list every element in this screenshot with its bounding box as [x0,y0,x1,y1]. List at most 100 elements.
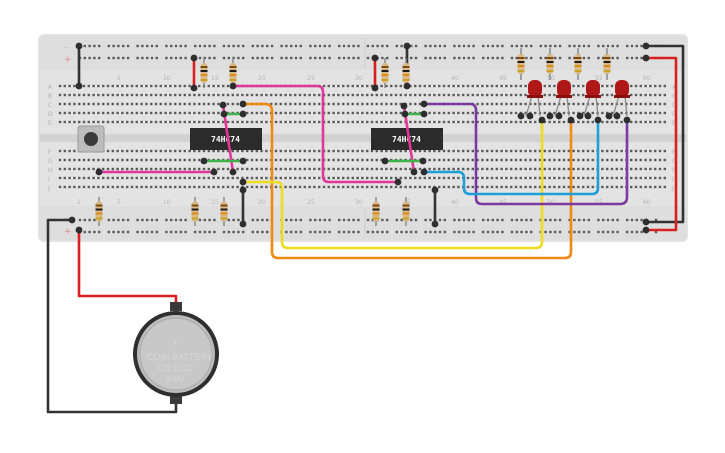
breadboard-hole [222,149,225,153]
breadboard-hole [356,158,359,162]
breadboard-hole [298,167,302,171]
breadboard-hole [342,84,345,88]
breadboard-hole [346,93,350,97]
breadboard-hole [106,93,110,97]
breadboard-hole [338,56,341,60]
breadboard-hole [351,167,354,171]
breadboard-hole [654,84,657,88]
wire-pink[interactable] [231,84,400,184]
breadboard-hole [562,149,566,153]
breadboard-hole [620,158,623,162]
wire-red[interactable] [77,228,178,306]
breadboard-hole [285,44,288,48]
breadboard-hole [405,230,408,234]
breadboard-hole [279,93,282,97]
resistor [372,197,380,226]
resistor-band [372,204,380,207]
breadboard-hole [351,84,354,88]
wire-purple[interactable] [422,102,629,206]
breadboard-hole [184,218,187,222]
breadboard-hole [519,167,522,171]
breadboard-hole [78,93,81,97]
breadboard-hole [476,158,479,162]
breadboard-hole [414,176,417,180]
breadboard-hole [370,111,374,115]
breadboard-hole [544,44,547,48]
breadboard-hole [346,84,350,88]
row-letter: G [48,158,53,165]
wire-black[interactable] [46,218,178,414]
wire-endpoint [210,168,218,176]
breadboard-hole [366,44,370,48]
breadboard-hole [606,44,610,48]
breadboard-hole [193,111,196,115]
breadboard-hole [242,230,245,234]
column-number: 55 [595,199,603,206]
resistor [546,48,554,80]
coin-battery[interactable]: + COIN BATTERY CR 2032 3.0V [133,302,219,404]
breadboard-hole [582,56,586,60]
breadboard-hole [663,84,666,88]
breadboard-hole [370,167,374,171]
led-rim [585,95,601,98]
breadboard-hole [481,93,484,97]
breadboard-hole [597,218,600,222]
breadboard-hole [126,56,130,60]
breadboard-hole [232,218,235,222]
breadboard-hole [164,84,167,88]
breadboard-hole [462,218,466,222]
breadboard-hole [366,120,369,124]
breadboard-hole [573,44,576,48]
breadboard-hole [145,176,148,180]
breadboard-hole [375,176,378,180]
wire-blue[interactable] [422,118,600,196]
breadboard-hole [663,93,666,97]
breadboard-hole [97,111,100,115]
breadboard-hole [658,176,662,180]
breadboard-hole [250,176,254,180]
breadboard-hole [141,44,144,48]
breadboard-hole [222,185,225,189]
leds [525,80,630,117]
breadboard-hole [472,56,475,60]
breadboard-hole [505,149,508,153]
breadboard-hole [150,102,153,106]
breadboard-hole [188,102,191,106]
breadboard-hole [58,93,62,97]
breadboard-hole [208,218,211,222]
wire-yellow[interactable] [241,118,544,250]
breadboard-hole [328,218,331,222]
breadboard-hole [63,158,66,162]
breadboard-hole [400,56,403,60]
breadboard-hole [188,149,191,153]
wire-orange[interactable] [241,102,573,260]
breadboard-hole [121,158,124,162]
wire-red[interactable] [644,56,678,232]
breadboard-hole [529,149,532,153]
row-letter: D [48,111,53,118]
wire-black[interactable] [644,44,685,224]
breadboard-hole [332,102,335,106]
breadboard-hole [553,93,556,97]
breadboard-hole [135,93,138,97]
breadboard-hole [88,44,91,48]
breadboard-hole [548,185,551,189]
resistor-band [402,212,410,215]
breadboard-hole [260,176,263,180]
breadboard-hole [106,185,110,189]
breadboard-hole [457,93,460,97]
breadboard-hole [87,176,90,180]
breadboard-hole [255,149,258,153]
breadboard-hole [222,176,225,180]
led-lead [612,95,620,117]
breadboard-hole [438,158,441,162]
breadboard-hole [337,84,340,88]
breadboard-hole [486,102,489,106]
breadboard-hole [654,120,657,124]
breadboard-hole [294,149,297,153]
pushbutton[interactable] [77,125,105,153]
breadboard-hole [663,111,666,115]
breadboard-hole [93,218,96,222]
breadboard-hole [572,149,575,153]
breadboard-hole [82,111,86,115]
